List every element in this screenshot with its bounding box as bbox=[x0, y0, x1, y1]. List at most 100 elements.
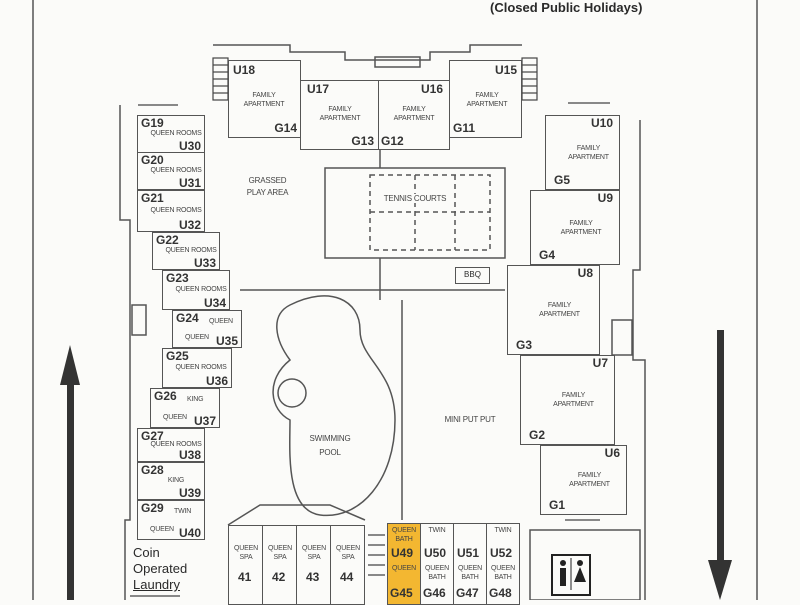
unit-44: QUEEN SPA 44 bbox=[330, 525, 365, 605]
laundry-label-line: Operated bbox=[133, 561, 188, 576]
unit-type: QUEEN BATH bbox=[392, 527, 416, 543]
unit-number: G28 bbox=[141, 463, 164, 477]
unit-U16: U16 FAMILY APARTMENT G12 bbox=[378, 80, 450, 150]
unit-number: U7 bbox=[592, 356, 608, 370]
unit-type: QUEEN SPA bbox=[234, 545, 258, 561]
unit-type: QUEEN SPA bbox=[336, 545, 360, 561]
unit-type: QUEEN SPA bbox=[302, 545, 326, 561]
unit-type: QUEEN bbox=[150, 526, 174, 533]
unit-U18: U18 FAMILY APARTMENT G14 bbox=[228, 60, 301, 138]
tennis-courts-label: TENNIS COURTS bbox=[380, 194, 450, 203]
unit-number: U50 bbox=[424, 546, 447, 560]
unit-number: G23 bbox=[166, 271, 189, 285]
unit-type: QUEEN ROOMS bbox=[150, 441, 202, 448]
unit-number: G5 bbox=[554, 173, 571, 187]
unit-type: QUEEN ROOMS bbox=[150, 167, 202, 174]
unit-number: U36 bbox=[205, 374, 228, 388]
unit-U17: U17 FAMILY APARTMENT G13 bbox=[300, 80, 379, 150]
unit-number: U16 bbox=[420, 82, 443, 96]
unit-type: TWIN bbox=[174, 508, 192, 515]
unit-number: 44 bbox=[340, 570, 354, 584]
bbq-label: BBQ bbox=[455, 267, 490, 284]
unit-43: QUEEN SPA 43 bbox=[296, 525, 331, 605]
unit-number: U15 bbox=[494, 63, 517, 77]
down-arrow-icon bbox=[708, 330, 732, 600]
unit-type: QUEEN bbox=[185, 334, 209, 341]
unit-number: G12 bbox=[381, 134, 404, 148]
unit-number: G25 bbox=[166, 349, 189, 363]
unit-number: U52 bbox=[490, 546, 513, 560]
unit-number: G47 bbox=[456, 586, 479, 600]
unit-number: U39 bbox=[178, 486, 201, 500]
unit-number: U31 bbox=[178, 176, 201, 190]
swimming-pool-label: SWIMMING POOL bbox=[309, 434, 351, 457]
unit-number: G24 bbox=[176, 311, 199, 325]
unit-type: FAMILY APARTMENT bbox=[319, 106, 361, 122]
unit-type: QUEEN BATH bbox=[458, 565, 482, 581]
unit-number: U34 bbox=[203, 296, 226, 310]
unit-number: U32 bbox=[178, 218, 201, 232]
unit-number: U51 bbox=[457, 546, 480, 560]
unit-number: U40 bbox=[178, 526, 201, 540]
restroom-sign-icon bbox=[551, 554, 591, 596]
unit-number: U9 bbox=[597, 191, 613, 205]
mini-put-put-label: MINI PUT PUT bbox=[444, 415, 496, 424]
unit-number: 42 bbox=[272, 570, 286, 584]
stairs-icon bbox=[130, 57, 610, 597]
unit-number: 43 bbox=[306, 570, 320, 584]
unit-type: QUEEN bbox=[209, 318, 233, 325]
unit-number: G48 bbox=[489, 586, 512, 600]
unit-number: G3 bbox=[516, 338, 533, 352]
unit-type: FAMILY APARTMENT bbox=[539, 302, 580, 318]
unit-number: G29 bbox=[141, 501, 164, 515]
unit-type: FAMILY APARTMENT bbox=[393, 106, 435, 122]
unit-type: QUEEN bbox=[392, 565, 416, 572]
unit-type: QUEEN ROOMS bbox=[150, 207, 202, 214]
up-arrow-icon bbox=[60, 345, 80, 600]
unit-number: G14 bbox=[274, 121, 297, 135]
unit-type: QUEEN ROOMS bbox=[150, 130, 202, 137]
unit-42: QUEEN SPA 42 bbox=[262, 525, 297, 605]
unit-type: QUEEN bbox=[163, 414, 187, 421]
unit-type: QUEEN SPA bbox=[268, 545, 292, 561]
unit-type: QUEEN ROOMS bbox=[175, 286, 227, 293]
unit-number: U8 bbox=[577, 266, 593, 280]
unit-type: FAMILY APARTMENT bbox=[569, 472, 610, 488]
unit-type: QUEEN ROOMS bbox=[165, 247, 217, 254]
unit-number: G19 bbox=[141, 116, 164, 130]
coin-laundry-label: Coin Operated Laundry bbox=[133, 545, 187, 593]
unit-number: G46 bbox=[423, 586, 446, 600]
unit-number: G22 bbox=[156, 233, 179, 247]
unit-type: KING bbox=[167, 477, 185, 484]
grassed-play-area-label: GRASSED PLAY AREA bbox=[246, 176, 289, 197]
unit-number: U49 bbox=[391, 546, 414, 560]
swimming-pool bbox=[272, 295, 396, 517]
header-note: (Closed Public Holidays) bbox=[490, 0, 643, 15]
unit-type: FAMILY APARTMENT bbox=[466, 92, 508, 108]
unit-number: U37 bbox=[193, 414, 216, 428]
unit-number: U33 bbox=[193, 256, 216, 270]
unit-number: G13 bbox=[351, 134, 374, 148]
unit-number: G26 bbox=[154, 389, 177, 403]
unit-type: QUEEN BATH bbox=[491, 565, 515, 581]
unit-number: G11 bbox=[453, 121, 476, 135]
unit-type: TWIN bbox=[494, 527, 512, 534]
laundry-label-line: Laundry bbox=[133, 577, 180, 592]
unit-type: KING bbox=[187, 396, 204, 403]
unit-number: U18 bbox=[233, 63, 256, 77]
